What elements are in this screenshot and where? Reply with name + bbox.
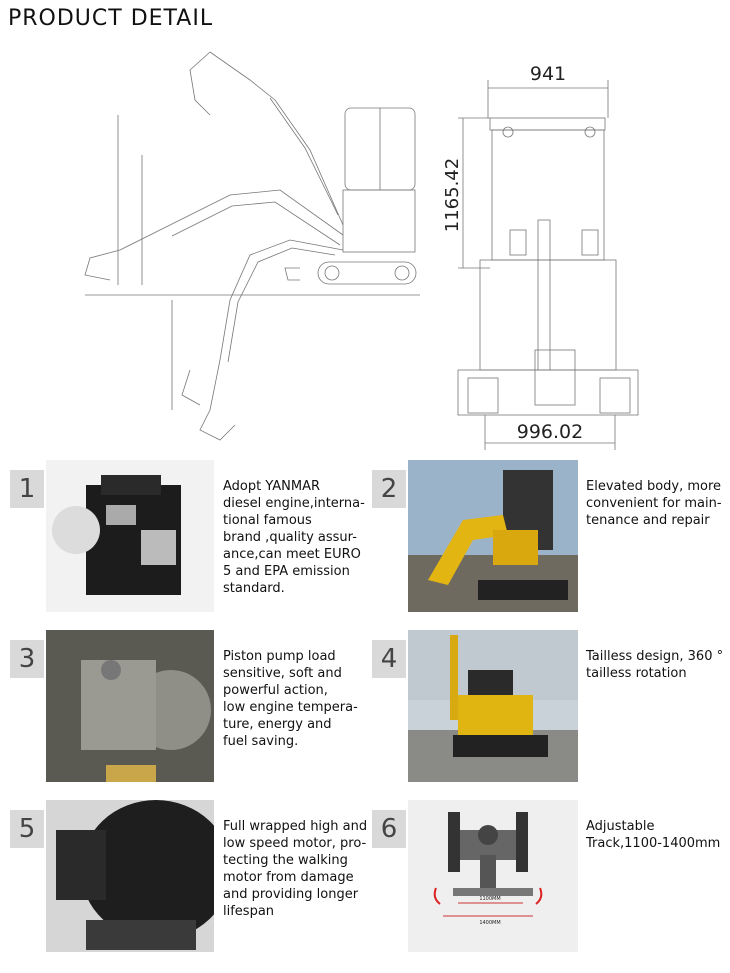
feature-number-1: 1: [10, 470, 44, 508]
bottom-width-dimension: 996.02: [517, 421, 583, 443]
height-dimension: 1165.42: [442, 158, 463, 232]
adjustable-track-photo: 1100MM 1400MM: [408, 800, 578, 952]
feature-number-2: 2: [372, 470, 406, 508]
engine-photo: [46, 460, 214, 612]
feature-number-3: 3: [10, 640, 44, 678]
feature-text-3: Piston pump load sensitive, soft and pow…: [223, 649, 358, 749]
feature-text-6: Adjustable Track,1100-1400mm: [586, 819, 721, 851]
page-title: PRODUCT DETAIL: [8, 6, 214, 31]
feature-text-2: Elevated body, more convenient for main-…: [586, 479, 722, 528]
track-label-wide: 1400MM: [479, 920, 500, 926]
feature-text-5: Full wrapped high and low speed motor, p…: [223, 819, 368, 919]
top-width-dimension: 941: [530, 63, 566, 85]
feature-number-4: 4: [372, 640, 406, 678]
elevated-body-photo: [408, 460, 578, 612]
technical-drawing: 941 1165.42 996.02: [60, 40, 660, 460]
piston-pump-photo: [46, 630, 214, 782]
track-label-narrow: 1100MM: [479, 896, 500, 902]
feature-number-5: 5: [10, 810, 44, 848]
feature-text-4: Tailless design, 360 ° tailless rotation: [586, 649, 724, 681]
travel-motor-photo: [46, 800, 214, 952]
tailless-design-photo: [408, 630, 578, 782]
feature-number-6: 6: [372, 810, 406, 848]
feature-text-1: Adopt YANMAR diesel engine,interna- tion…: [223, 479, 365, 596]
